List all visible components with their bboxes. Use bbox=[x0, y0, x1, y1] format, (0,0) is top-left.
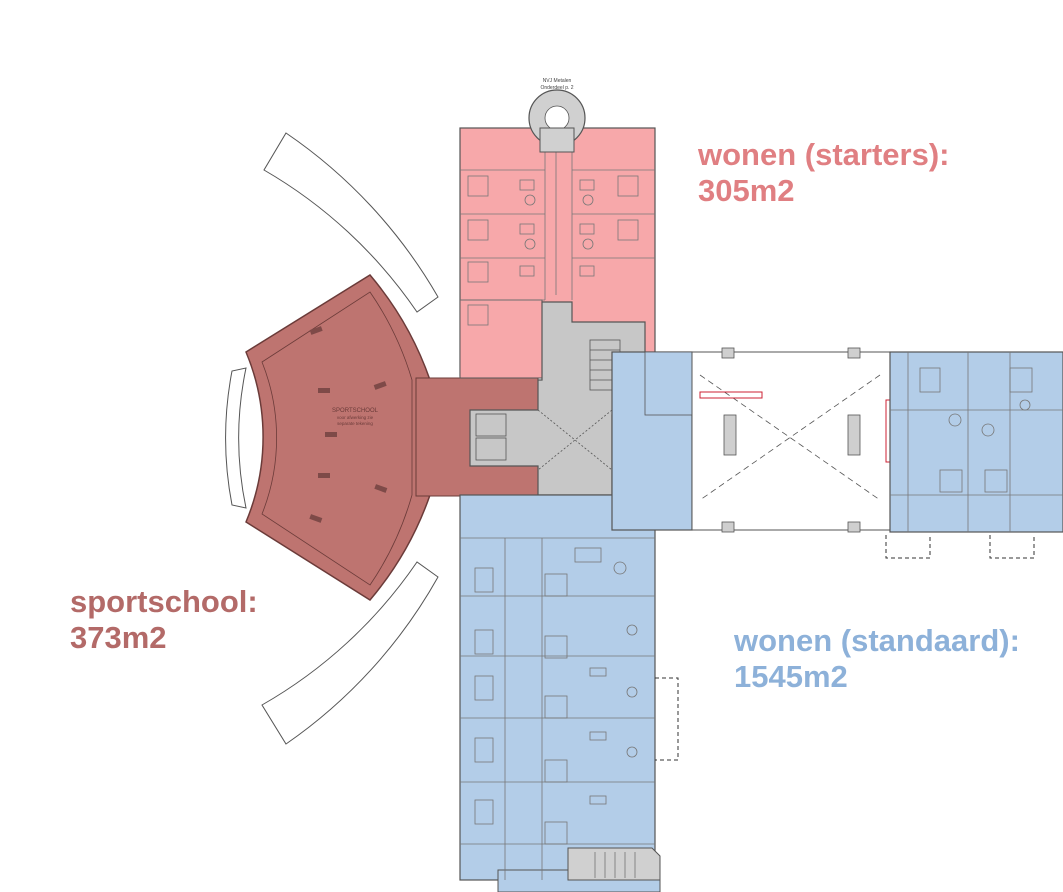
top-note-1: NVJ Metalen bbox=[543, 78, 572, 84]
bottom-stair bbox=[567, 847, 661, 881]
top-note-2: Onderdeel p. 2 bbox=[540, 85, 573, 91]
outer-arc-band bbox=[263, 132, 439, 313]
standaard-right-walls bbox=[890, 352, 1063, 532]
standaard-zone-lower bbox=[459, 494, 656, 881]
sportschool-room-sub2: separate tekening bbox=[337, 421, 373, 426]
right-dashed-bays bbox=[885, 535, 1035, 559]
sportschool-windows bbox=[309, 326, 388, 523]
courtyard-red-beam bbox=[699, 391, 763, 399]
courtyard-columns bbox=[721, 347, 861, 533]
inner-arc-band-left bbox=[225, 367, 247, 509]
courtyard-cross bbox=[699, 374, 881, 501]
sport-label: sportschool: 373m2 bbox=[70, 584, 258, 656]
standaard-area: 1545m2 bbox=[734, 659, 848, 694]
bottom-stair-treads bbox=[594, 852, 636, 878]
standaard-unit-walls bbox=[460, 537, 655, 880]
sport-area: 373m2 bbox=[70, 620, 167, 655]
sportschool-room-label: SPORTSCHOOL bbox=[332, 408, 379, 414]
dashed-projection bbox=[655, 677, 679, 761]
starters-lower-left bbox=[459, 299, 543, 379]
sportschool-zone bbox=[245, 274, 431, 601]
sportschool-inner-wall bbox=[261, 291, 413, 586]
standaard-zone-right bbox=[889, 351, 1063, 533]
sportschool-room-sub1: voor afwerking zie bbox=[337, 415, 374, 420]
starters-area: 305m2 bbox=[698, 173, 795, 208]
standaard-label: wonen (standaard): 1545m2 bbox=[734, 623, 1020, 695]
sport-name: sportschool: bbox=[70, 584, 258, 619]
round-stair-core bbox=[544, 105, 570, 131]
standaard-zone-core-right-b bbox=[644, 351, 693, 416]
standaard-name: wonen (standaard): bbox=[734, 623, 1020, 658]
outer-arc-band-lower bbox=[261, 561, 439, 745]
starters-label: wonen (starters): 305m2 bbox=[698, 137, 949, 209]
starters-name: wonen (starters): bbox=[698, 137, 950, 172]
starters-unit-walls bbox=[460, 150, 655, 326]
tower-neck bbox=[539, 127, 575, 153]
